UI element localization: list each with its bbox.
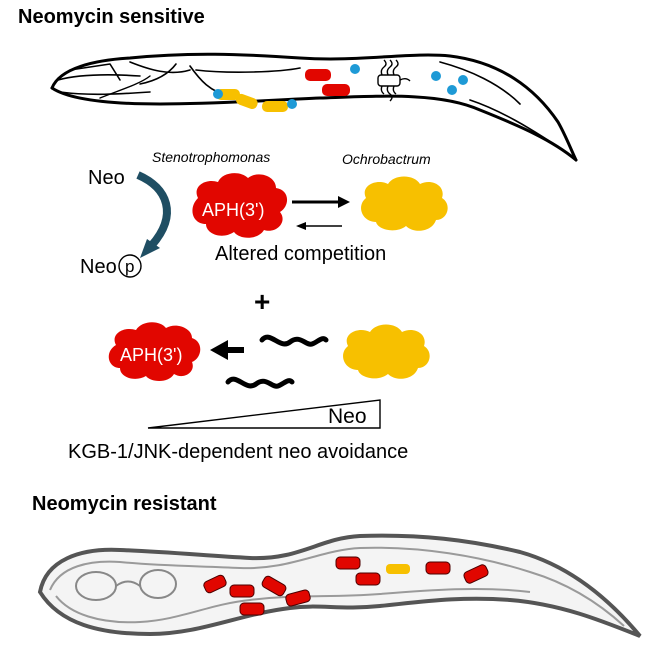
title-neomycin-sensitive: Neomycin sensitive bbox=[18, 6, 205, 28]
ochrobactrum-cloud-bottom bbox=[343, 324, 430, 379]
label-neo-phosphorylated: Neo bbox=[80, 256, 117, 278]
neo-gradient-triangle bbox=[147, 399, 381, 429]
aph-label-bottom: APH(3') bbox=[120, 345, 182, 365]
neo-phosphorylation-arrow bbox=[136, 171, 171, 248]
yellow-bacterium bbox=[236, 93, 258, 109]
blue-bacterium bbox=[213, 89, 223, 99]
worm-squiggle-lower bbox=[225, 376, 295, 389]
competition-arrowhead-forward bbox=[338, 196, 350, 208]
red-bacterium bbox=[322, 84, 350, 96]
yellow-bacterium bbox=[216, 89, 240, 100]
label-altered-competition: Altered competition bbox=[215, 243, 387, 265]
yellow-bacterium bbox=[262, 101, 288, 112]
neo-gradient-label: Neo bbox=[328, 405, 367, 428]
ochrobactrum-cloud-top bbox=[361, 176, 448, 231]
bottom-bacteria bbox=[203, 556, 489, 616]
label-ochrobactrum: Ochrobactrum bbox=[342, 151, 431, 167]
worm-squiggle-upper bbox=[259, 334, 329, 347]
blue-bacterium bbox=[431, 71, 441, 81]
worm-sensitive bbox=[50, 52, 578, 162]
avoidance-arrowhead bbox=[210, 340, 228, 360]
neo-phosphorylation-arrowhead bbox=[140, 239, 160, 258]
label-neo: Neo bbox=[88, 167, 125, 189]
phosphate-label: p bbox=[125, 257, 134, 276]
blue-bacterium bbox=[350, 64, 360, 74]
blue-bacterium bbox=[287, 99, 297, 109]
label-stenotrophomonas: Stenotrophomonas bbox=[152, 149, 271, 165]
label-neo-avoidance: KGB-1/JNK-dependent neo avoidance bbox=[68, 441, 409, 463]
plus-sign: + bbox=[254, 286, 271, 317]
phosphate-circle bbox=[118, 254, 142, 278]
aph-cloud-top: APH(3') bbox=[192, 173, 288, 238]
competition-arrowhead-back bbox=[296, 222, 306, 230]
title-neomycin-resistant: Neomycin resistant bbox=[32, 493, 217, 515]
red-bacterium bbox=[305, 69, 331, 81]
blue-bacterium bbox=[447, 85, 457, 95]
blue-bacterium bbox=[458, 75, 468, 85]
worm-resistant bbox=[37, 533, 642, 638]
aph-label-top: APH(3') bbox=[202, 200, 264, 220]
aph-cloud-bottom: APH(3') bbox=[108, 322, 201, 381]
flagellated-bacterium bbox=[377, 59, 411, 102]
